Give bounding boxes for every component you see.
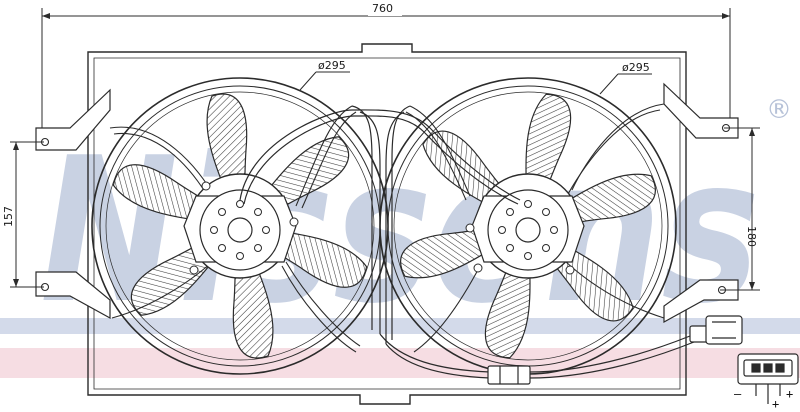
inline-connector — [487, 365, 531, 385]
left-diameter-label: ø295 — [318, 59, 346, 72]
fan-shroud — [87, 43, 687, 405]
registered-mark: ® — [766, 95, 792, 125]
right-fan — [379, 77, 677, 375]
connector-pinout-detail — [737, 353, 799, 404]
overall-width-label: 760 — [372, 2, 393, 15]
mounting-holes — [40, 123, 731, 295]
dimension-left-height — [10, 141, 44, 288]
right-height-label: 180 — [745, 226, 758, 247]
left-height-label: 157 — [2, 206, 15, 227]
watermark-band-pink — [0, 348, 800, 378]
pin-plus-right-label: + — [786, 387, 793, 401]
dimension-right-height — [720, 127, 760, 291]
right-diameter-leader — [599, 73, 652, 95]
watermark-band-blue — [0, 318, 800, 334]
right-diameter-label: ø295 — [622, 61, 650, 74]
harness-connector — [689, 315, 743, 345]
pin-minus-label: – — [734, 387, 742, 401]
left-diameter-leader — [299, 71, 350, 91]
wiring-harness — [239, 105, 695, 379]
left-fan — [91, 77, 389, 375]
pin-plus-left-label: + — [772, 397, 779, 411]
